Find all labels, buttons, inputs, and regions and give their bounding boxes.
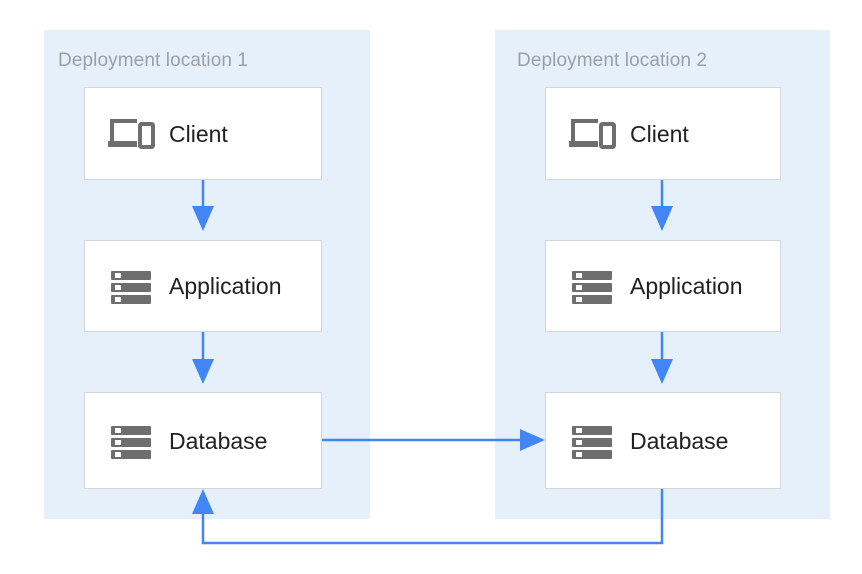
server-icon [107,417,155,465]
node-database-1[interactable]: Database [84,392,322,489]
devices-icon [107,110,155,158]
server-icon [568,417,616,465]
server-icon [568,262,616,310]
node-client-1-label: Client [169,121,321,147]
node-application-1[interactable]: Application [84,240,322,332]
node-client-2[interactable]: Client [545,87,781,180]
devices-icon [568,110,616,158]
node-database-2-label: Database [630,428,780,454]
server-icon [107,262,155,310]
node-application-2-label: Application [630,273,780,299]
node-client-1[interactable]: Client [84,87,322,180]
node-application-2[interactable]: Application [545,240,781,332]
node-database-1-label: Database [169,428,321,454]
node-application-1-label: Application [169,273,321,299]
node-database-2[interactable]: Database [545,392,781,489]
node-client-2-label: Client [630,121,780,147]
